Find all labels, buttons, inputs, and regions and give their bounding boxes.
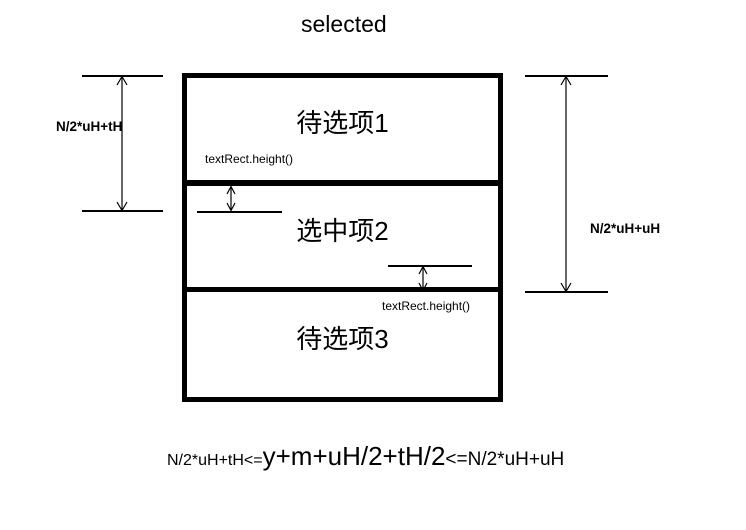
option-item-2: 选中项2 — [187, 186, 498, 292]
right-measure-arrow — [558, 75, 574, 298]
double-arrow-vertical-icon — [226, 185, 236, 212]
double-arrow-vertical-icon — [418, 265, 428, 292]
left-measure-arrow — [114, 75, 130, 217]
text-rect-height-label-2: textRect.height() — [382, 299, 471, 313]
double-arrow-vertical-icon — [560, 75, 572, 293]
option-item-3: 待选项3 — [187, 292, 498, 397]
option-label-2: 选中项2 — [296, 215, 389, 246]
text-baseline-line-2 — [388, 265, 472, 267]
double-arrow-vertical-icon — [116, 75, 128, 212]
formula-left-bound: N/2*uH+tH<= — [167, 452, 263, 469]
diagram-title: selected — [301, 11, 387, 37]
formula-right-bound: <=N/2*uH+uH — [445, 449, 565, 470]
text-height-arrow-2 — [415, 265, 431, 297]
left-measure-label: N/2*uH+tH — [56, 119, 123, 134]
options-list-box: 待选项1 选中项2 待选项3 — [182, 73, 503, 402]
text-height-arrow-1 — [223, 185, 239, 217]
left-measure-tick-top — [82, 75, 163, 77]
formula-middle-expression: y+m+uH/2+tH/2 — [262, 441, 446, 471]
text-baseline-line-1 — [197, 211, 282, 213]
right-measure-tick-top — [525, 75, 608, 77]
option-item-1: 待选项1 — [187, 78, 498, 186]
option-label-3: 待选项3 — [296, 323, 389, 354]
option-label-1: 待选项1 — [296, 108, 389, 138]
text-rect-height-label-1: textRect.height() — [205, 152, 294, 166]
right-measure-label: N/2*uH+uH — [590, 221, 661, 236]
constraint-formula: N/2*uH+tH<= y+m+uH/2+tH/2 <=N/2*uH+uH — [167, 441, 564, 472]
